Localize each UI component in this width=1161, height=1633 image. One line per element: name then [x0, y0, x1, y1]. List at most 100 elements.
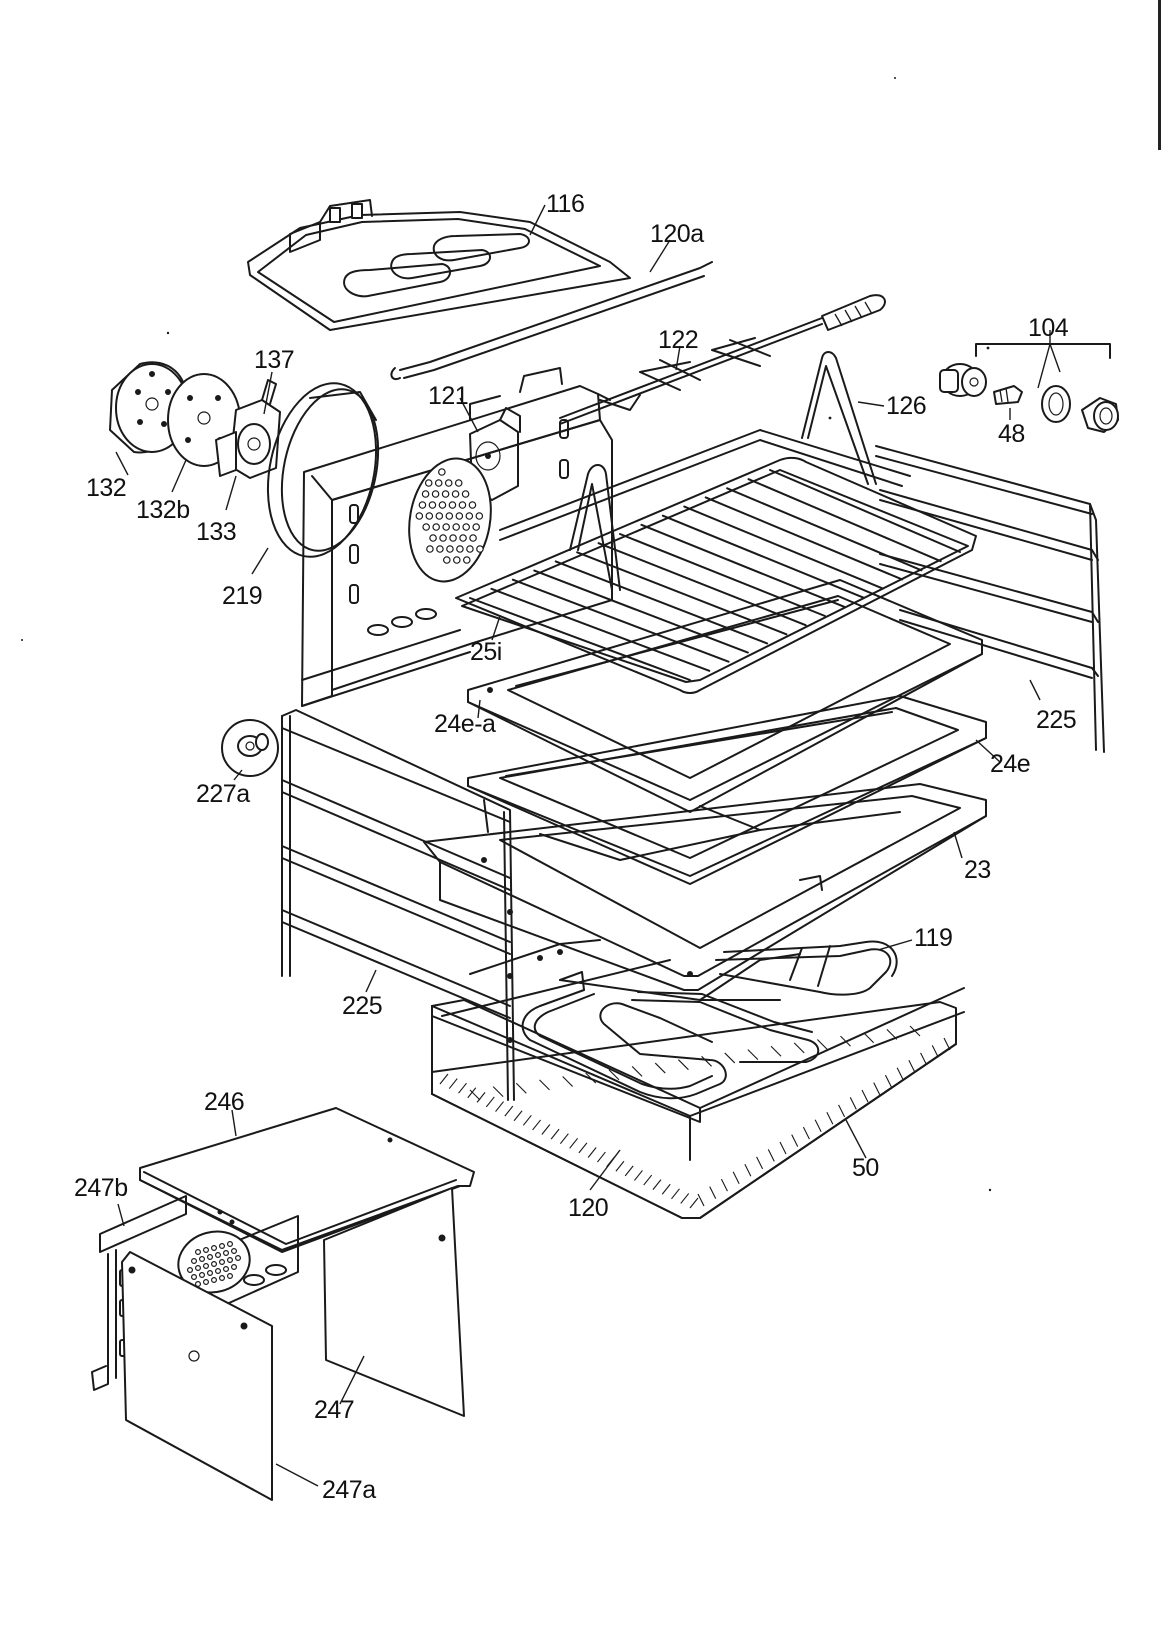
insulation-hatch-mark: [779, 1141, 787, 1155]
lower-grille-hole: [191, 1273, 198, 1280]
label-116: 116: [546, 190, 584, 218]
part-219-fan-ring: [251, 382, 380, 575]
shelf-wire: [640, 523, 846, 608]
insulation-hatch-mark: [624, 1165, 634, 1177]
shelf-wire: [597, 542, 807, 627]
insulation-hatch-mark: [724, 1052, 736, 1064]
part-132b-fan-disc: [167, 373, 241, 493]
grille-hole: [456, 545, 464, 553]
lower-grille-hole: [211, 1260, 218, 1267]
insulation-hatch-mark: [873, 1082, 881, 1095]
lower-grille-hole: [199, 1255, 206, 1262]
part-24e-deep-tray: [467, 695, 1001, 885]
lower-grille-hole: [215, 1267, 222, 1274]
grille-hole: [435, 512, 444, 520]
insulation-hatch-mark: [689, 1197, 699, 1209]
scan-specks: [21, 77, 992, 1192]
insulation-hatch-mark: [943, 1037, 951, 1051]
grille-hole: [452, 523, 460, 531]
shelf-wire: [619, 533, 826, 617]
grille-hole: [462, 523, 470, 531]
insulation-hatch-mark: [661, 1183, 671, 1195]
insulation-hatch-mark: [861, 1089, 869, 1103]
insulation-hatch-mark: [747, 1049, 759, 1060]
insulation-hatch-mark: [920, 1052, 928, 1066]
shelf-wire: [769, 469, 961, 553]
insulation-hatch-mark: [439, 1073, 449, 1085]
grille-hole: [425, 512, 434, 520]
label-246: 246: [204, 1088, 244, 1116]
insulation-hatch-mark: [793, 1042, 805, 1054]
part-247b-side-bracket: [91, 1195, 299, 1391]
label-23: 23: [964, 856, 991, 884]
lower-grille-hole: [195, 1264, 202, 1271]
grille-hole: [475, 512, 484, 520]
insulation-hatch-mark: [631, 1066, 643, 1077]
insulation-hatch-mark: [596, 1151, 606, 1163]
shelf-wire: [469, 597, 691, 681]
insulation-hatch-mark: [550, 1128, 560, 1140]
grille-hole: [421, 490, 430, 498]
insulation-hatch-mark: [643, 1174, 653, 1186]
insulation-hatch-mark: [569, 1137, 579, 1149]
grille-hole: [438, 501, 447, 509]
grille-hole: [446, 545, 454, 553]
insulation-hatch-mark: [515, 1082, 527, 1094]
part-246-top-cover: [139, 1107, 475, 1253]
lower-grille-hole: [227, 1256, 234, 1263]
label-120a: 120a: [650, 220, 704, 248]
grille-hole: [428, 501, 437, 509]
label-247a: 247a: [322, 1476, 376, 1504]
grille-hole: [442, 523, 450, 531]
label-104: 104: [1028, 314, 1069, 342]
insulation-hatch-mark: [654, 1062, 666, 1074]
grille-hole: [466, 545, 474, 553]
lower-grille-hole: [191, 1257, 198, 1264]
lower-grille-hole: [219, 1258, 226, 1265]
insulation-hatch-mark: [615, 1160, 625, 1172]
grille-hole: [459, 534, 467, 542]
shelf-wire: [490, 587, 711, 672]
grille-hole: [436, 545, 444, 553]
grille-hole: [451, 490, 460, 498]
grille-hole: [476, 545, 484, 553]
insulation-hatch-mark: [608, 1069, 620, 1081]
insulation-hatch-mark: [539, 1079, 550, 1091]
grille-hole: [434, 479, 443, 487]
insulation-hatch-mark: [838, 1104, 846, 1118]
grille-hole: [431, 490, 440, 498]
fan-grille-lower: [177, 1230, 251, 1294]
part-25i-wire-shelf: [455, 429, 977, 694]
insulation-hatch-mark: [680, 1193, 690, 1204]
shelf-wire: [533, 569, 749, 654]
grille-hole: [426, 545, 434, 553]
lower-grille-hole: [223, 1265, 230, 1272]
insulation-hatch-mark: [562, 1076, 574, 1087]
grille-hole: [472, 523, 480, 531]
grille-hole: [461, 490, 470, 498]
part-133-fan-motor: [215, 371, 281, 511]
part-247-side-panel: [323, 1187, 465, 1417]
label-126: 126: [886, 392, 926, 420]
lower-grille-hole: [187, 1266, 194, 1273]
grille-hole: [441, 490, 450, 498]
label-48: 48: [998, 420, 1025, 448]
insulation-hatch-mark: [802, 1126, 810, 1140]
part-23-drip-pan: [423, 783, 987, 991]
fan-grille-perforated: [408, 457, 492, 583]
label-122: 122: [658, 326, 698, 354]
part-247a-front-panel: [121, 1251, 319, 1501]
grille-hole: [418, 501, 427, 509]
part-225-right-side-rack: [875, 445, 1105, 753]
insulation-hatch-mark: [863, 1032, 875, 1044]
lower-grille-hole: [227, 1240, 234, 1247]
grille-hole: [448, 501, 457, 509]
grille-hole: [449, 534, 457, 542]
insulation-hatch-mark: [896, 1067, 904, 1080]
label-225-left: 225: [342, 992, 382, 1020]
part-24e-a-baking-tray: [467, 579, 983, 813]
part-126-rack-hook: [801, 351, 885, 485]
insulation-hatch-mark: [671, 1188, 680, 1200]
grille-hole: [469, 534, 477, 542]
label-119: 119: [914, 924, 952, 952]
